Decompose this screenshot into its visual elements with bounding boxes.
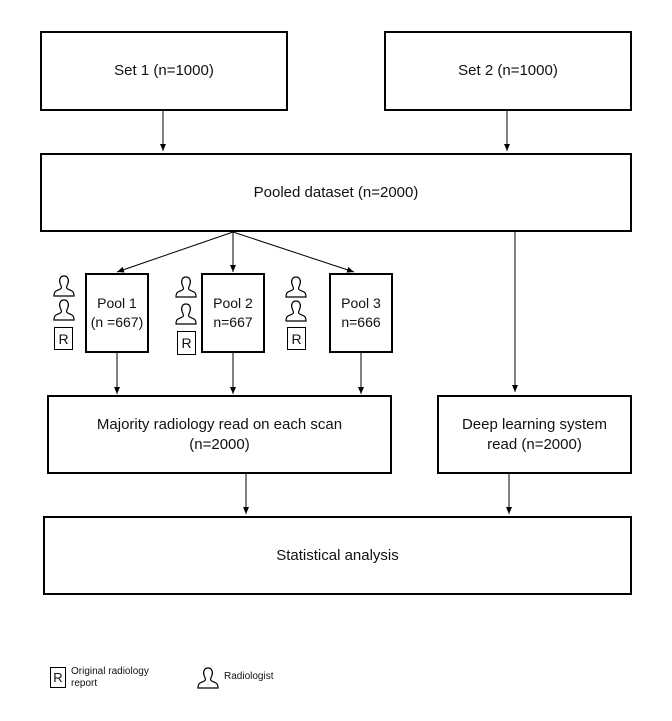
report-icon: R	[287, 327, 306, 350]
majority-read-line1: Majority radiology read on each scan	[96, 415, 343, 433]
radiologist-icon	[175, 276, 197, 298]
report-icon: R	[54, 327, 73, 350]
legend-report-label: Original radiology report	[71, 666, 149, 689]
legend-radiologist-label: Radiologist	[224, 671, 274, 682]
legend-report-icon: R	[50, 667, 66, 688]
pool3-title: Pool 3	[341, 295, 381, 311]
pool1-box: Pool 1 (n =667)	[85, 273, 149, 353]
pool1-title: Pool 1	[97, 295, 137, 311]
pool3-box: Pool 3 n=666	[329, 273, 393, 353]
radiologist-icon	[285, 276, 307, 298]
pool2-count: n=667	[213, 314, 253, 330]
deep-learning-line1: Deep learning system	[461, 415, 608, 433]
radiologist-icon	[53, 275, 75, 297]
radiologist-icon	[53, 299, 75, 321]
set1-box: Set 1 (n=1000)	[40, 31, 288, 111]
set2-box: Set 2 (n=1000)	[384, 31, 632, 111]
arrow-pooled-to-pool3	[232, 231, 355, 273]
statistical-analysis-label: Statistical analysis	[276, 546, 399, 564]
arrow-pooled-to-pool1	[116, 231, 234, 273]
pool2-box: Pool 2 n=667	[201, 273, 265, 353]
majority-read-line2: (n=2000)	[189, 435, 250, 453]
report-icon: R	[177, 331, 196, 355]
pooled-dataset-label: Pooled dataset (n=2000)	[253, 183, 419, 201]
majority-read-box: Majority radiology read on each scan (n=…	[47, 395, 392, 474]
pool2-title: Pool 2	[213, 295, 253, 311]
deep-learning-line2: read (n=2000)	[487, 435, 582, 453]
radiologist-icon	[285, 300, 307, 322]
legend-radiologist-icon	[197, 667, 219, 689]
set1-label: Set 1 (n=1000)	[114, 62, 214, 79]
radiologist-icon	[175, 303, 197, 325]
deep-learning-box: Deep learning system read (n=2000)	[437, 395, 632, 474]
set2-label: Set 2 (n=1000)	[458, 62, 558, 79]
pooled-dataset-box: Pooled dataset (n=2000)	[40, 153, 632, 232]
statistical-analysis-box: Statistical analysis	[43, 516, 632, 595]
pool3-count: n=666	[341, 314, 381, 330]
pool1-count: (n =667)	[90, 314, 144, 330]
